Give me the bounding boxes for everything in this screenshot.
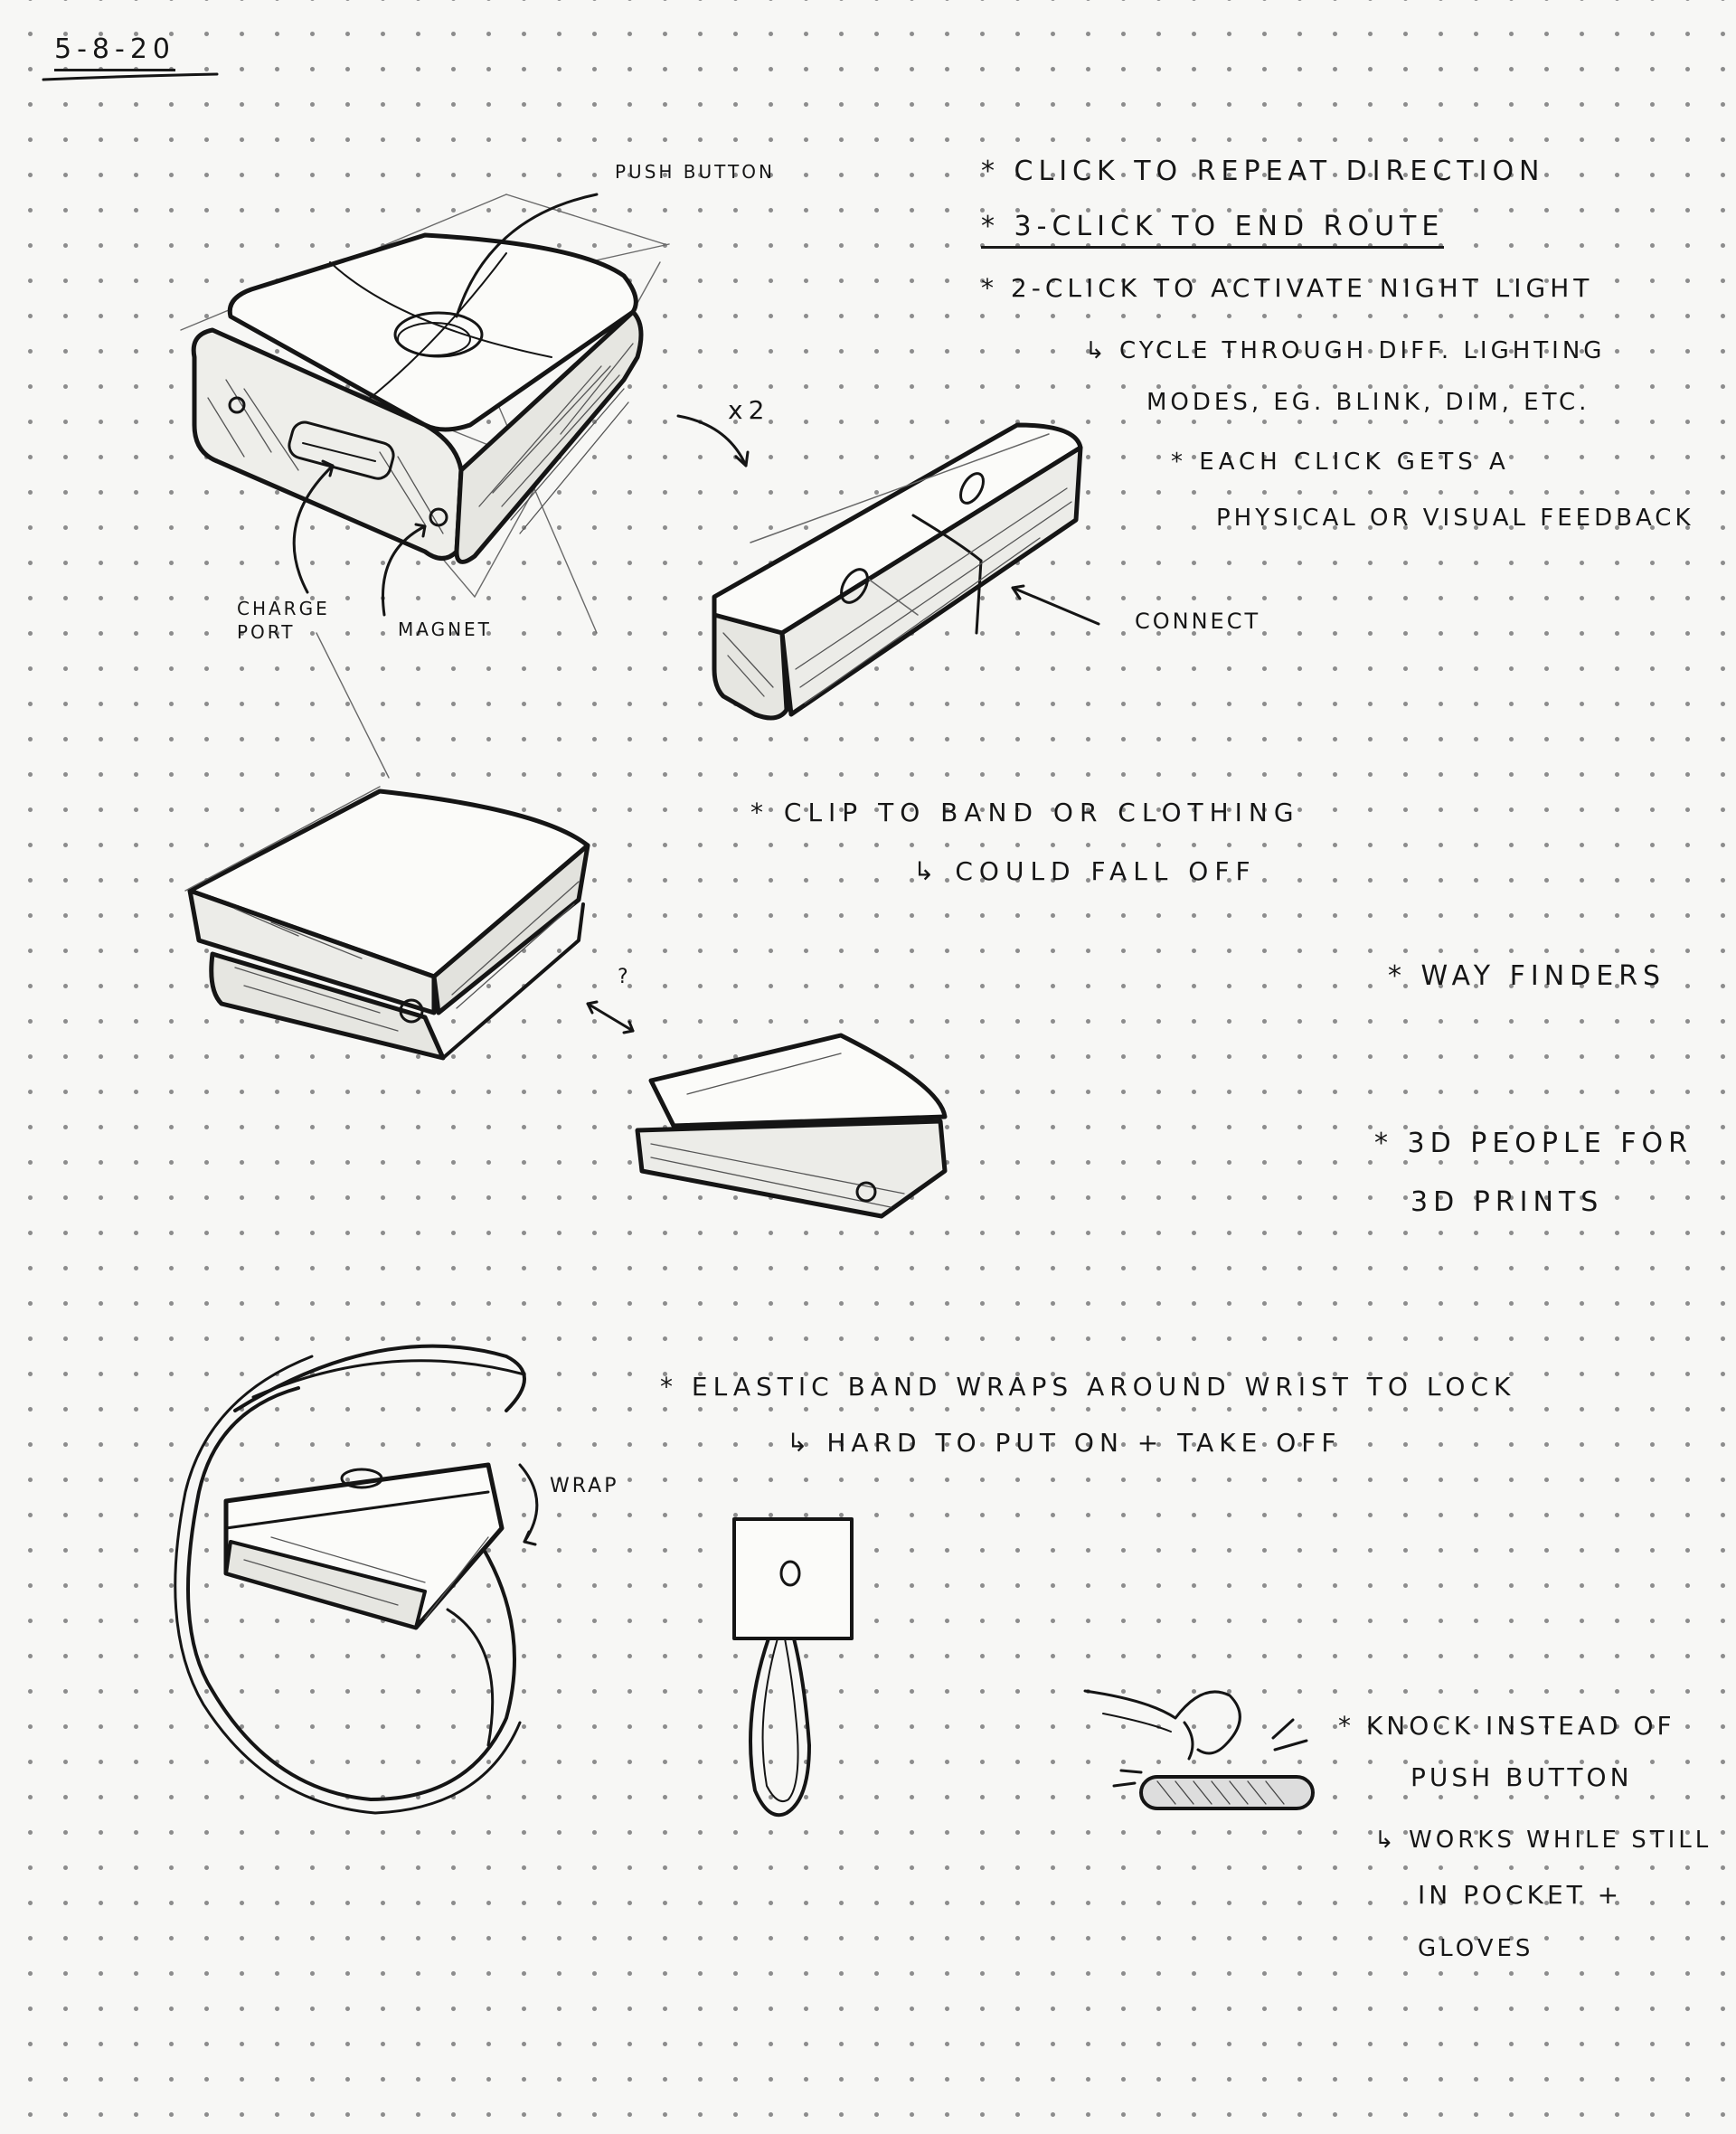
page-date: 5-8-20 — [54, 36, 175, 71]
note-2-click: * 2-CLICK TO ACTIVATE NIGHT LIGHT — [981, 273, 1594, 303]
multiply-arrow — [676, 414, 748, 467]
label-clip-question: ? — [618, 966, 634, 988]
sketch-knock — [1083, 1689, 1315, 1810]
label-wrap: WRAP — [550, 1475, 619, 1497]
sketch-connected-devices — [712, 422, 1100, 721]
note-in-pocket: IN POCKET + — [1418, 1880, 1623, 1910]
label-magnet: MAGNET — [398, 618, 492, 640]
note-clip-band: * CLIP TO BAND OR CLOTHING — [750, 798, 1300, 827]
label-multiplier: x2 — [728, 395, 770, 425]
label-push-button: PUSH BUTTON — [615, 161, 775, 183]
label-connect: CONNECT — [1135, 609, 1261, 634]
date-underline — [42, 72, 219, 81]
sketch-clip-open — [635, 1033, 948, 1219]
note-elastic-band: * ELASTIC BAND WRAPS AROUND WRIST TO LOC… — [660, 1372, 1516, 1402]
note-way-finders: * WAY FINDERS — [1388, 960, 1666, 992]
note-each-click: * EACH CLICK GETS A — [1171, 449, 1510, 476]
note-3d-people: * 3D PEOPLE FOR — [1374, 1128, 1693, 1159]
note-hard-to-put-on: ↳ HARD TO PUT ON + TAKE OFF — [787, 1428, 1342, 1458]
sketch-device-perspective — [180, 193, 670, 779]
note-knock: * KNOCK INSTEAD OF — [1338, 1711, 1675, 1741]
note-cycle-lighting: ↳ CYCLE THROUGH DIFF. LIGHTING — [1085, 337, 1606, 364]
note-push-button: PUSH BUTTON — [1410, 1762, 1633, 1792]
sketch-band-wrap — [174, 1344, 539, 1815]
double-arrow — [586, 1002, 635, 1033]
note-feedback: PHYSICAL OR VISUAL FEEDBACK — [1216, 505, 1694, 532]
note-3-click: * 3-CLICK TO END ROUTE — [981, 213, 1445, 249]
note-works-still: ↳ WORKS WHILE STILL — [1374, 1827, 1712, 1854]
note-modes: MODES, EG. BLINK, DIM, ETC. — [1146, 389, 1590, 416]
note-fall-off: ↳ COULD FALL OFF — [913, 856, 1257, 886]
label-charge-port: CHARGE PORT — [237, 598, 330, 643]
note-click-repeat: * CLICK TO REPEAT DIRECTION — [981, 156, 1545, 187]
note-gloves: GLOVES — [1418, 1935, 1534, 1962]
sketch-clip-stacked — [184, 786, 590, 1061]
note-3d-prints: 3D PRINTS — [1410, 1186, 1604, 1218]
sketch-square-loop — [732, 1517, 854, 1818]
